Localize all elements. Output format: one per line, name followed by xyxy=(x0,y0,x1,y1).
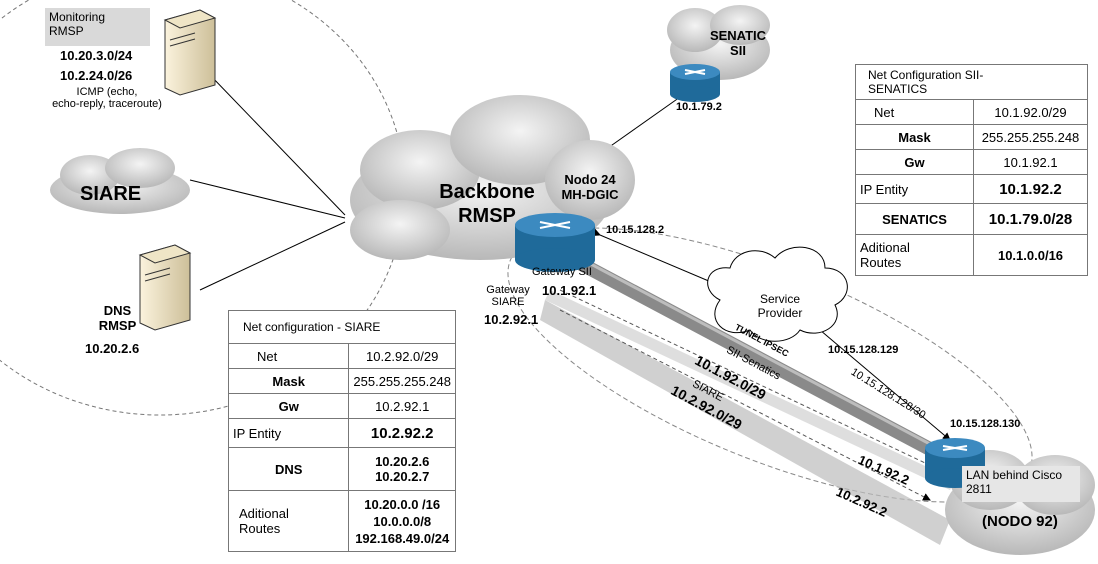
service-provider-cloud xyxy=(707,246,848,342)
gateway-sii-label: Gateway SII xyxy=(532,266,592,278)
monitoring-server-icon xyxy=(163,9,217,96)
senatic-link xyxy=(604,89,691,151)
nodo24-label: Nodo 24 MH-DGIC xyxy=(561,172,619,202)
dns-server-icon xyxy=(138,244,192,331)
nodo24-router-icon xyxy=(515,213,595,272)
gateway-sii-ip: 10.1.92.1 xyxy=(542,283,597,298)
sp-ip-right: 10.15.128.130 xyxy=(950,418,1021,430)
service-provider-label: Service Provider xyxy=(757,292,803,320)
siare-cloud xyxy=(50,148,190,214)
monitoring-net2: 10.2.24.0/26 xyxy=(60,68,133,83)
backbone-cloud xyxy=(350,95,635,260)
gateway-siare-ip: 10.2.92.1 xyxy=(484,312,539,327)
nodo24-ip: 10.15.128.2 xyxy=(606,224,665,236)
siare-cloud-label: SIARE xyxy=(80,183,142,205)
senatic-router-icon xyxy=(670,64,720,102)
siare-tunnel-shape xyxy=(540,300,950,545)
monitoring-label: Monitoring RMSP xyxy=(45,8,150,46)
siare-table-header: Net configuration - SIARE xyxy=(228,310,456,344)
nodo92-label: (NODO 92) xyxy=(982,513,1058,530)
backbone-label: Backbone RMSP xyxy=(439,181,535,227)
gateway-siare-label: Gateway SIARE xyxy=(486,284,530,308)
senatic-label: SENATIC SII xyxy=(709,28,767,58)
senatic-router-ip: 10.1.79.2 xyxy=(676,101,722,113)
spoke-lines xyxy=(189,74,346,291)
sp-ip-left: 10.15.128.129 xyxy=(828,344,899,356)
icmp-label: ICMP (echo, echo-reply, traceroute) xyxy=(52,86,162,110)
senatics-table-header: Net Configuration SII- SENATICS xyxy=(855,64,1088,100)
lan-behind-cisco-label: LAN behind Cisco 2811 xyxy=(962,466,1080,502)
dns-ip: 10.20.2.6 xyxy=(85,341,140,356)
dns-label: DNS RMSP xyxy=(98,303,137,333)
monitoring-net1: 10.20.3.0/24 xyxy=(60,48,133,63)
